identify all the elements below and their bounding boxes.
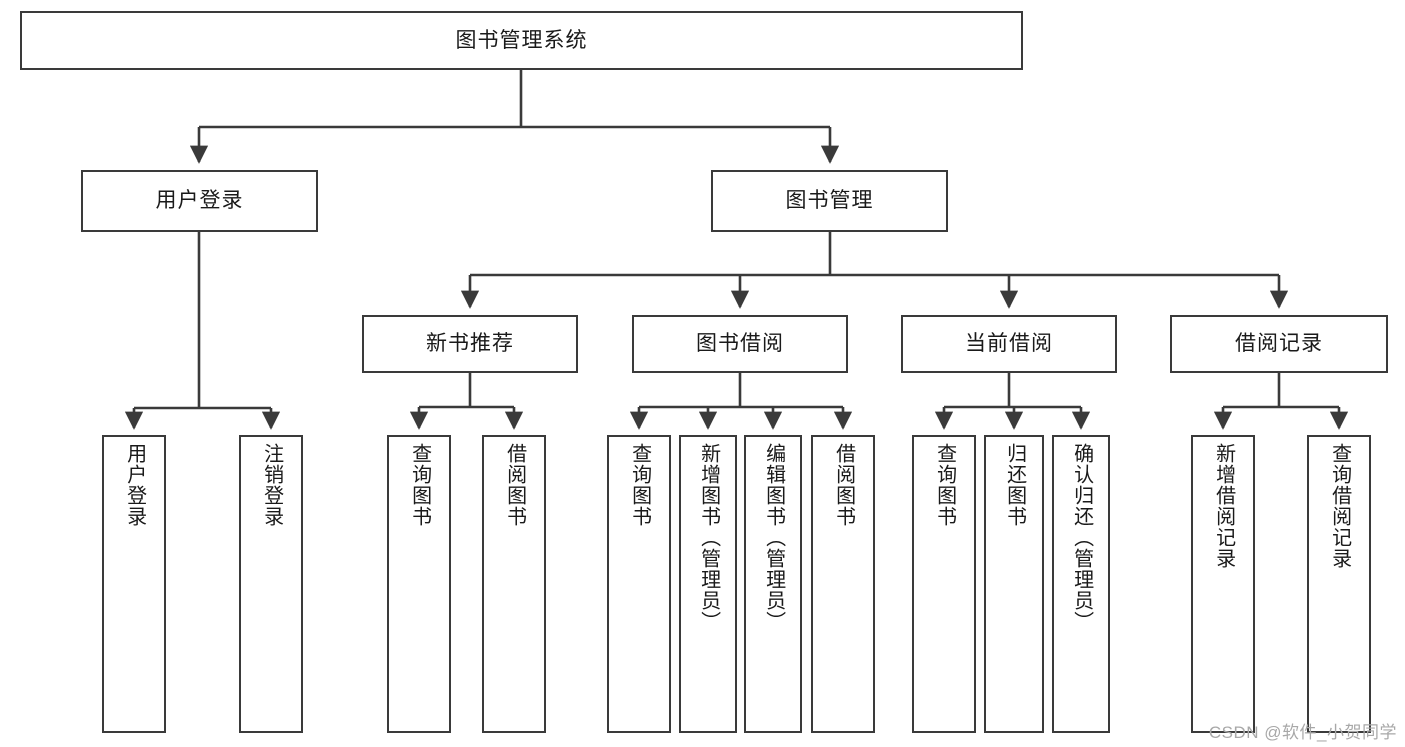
node-leaf-edit-book-label: 编辑图书（管理员）	[762, 443, 785, 632]
node-leaf-logout[interactable]: 注销登录	[239, 435, 303, 733]
node-leaf-query-book-1[interactable]: 查询图书	[387, 435, 451, 733]
node-book-manage-label: 图书管理	[785, 189, 874, 213]
node-book-manage[interactable]: 图书管理	[711, 170, 948, 232]
node-leaf-add-record-label: 新增借阅记录	[1212, 443, 1235, 569]
node-leaf-borrow-book-1-label: 借阅图书	[503, 443, 526, 527]
node-borrow-record-label: 借阅记录	[1235, 332, 1323, 356]
node-leaf-query-book-3[interactable]: 查询图书	[912, 435, 976, 733]
node-root[interactable]: 图书管理系统	[20, 11, 1023, 70]
node-leaf-user-login[interactable]: 用户登录	[102, 435, 166, 733]
csdn-watermark: CSDN @软件_小贺同学	[1208, 723, 1397, 742]
node-borrow-record[interactable]: 借阅记录	[1170, 315, 1388, 373]
node-leaf-query-book-3-label: 查询图书	[933, 443, 956, 527]
node-new-book-recommend[interactable]: 新书推荐	[362, 315, 578, 373]
node-leaf-confirm-return-label: 确认归还（管理员）	[1070, 443, 1093, 632]
node-leaf-return-book[interactable]: 归还图书	[984, 435, 1044, 733]
node-leaf-edit-book[interactable]: 编辑图书（管理员）	[744, 435, 802, 733]
node-leaf-logout-label: 注销登录	[260, 443, 283, 527]
node-leaf-query-record-label: 查询借阅记录	[1328, 443, 1351, 569]
node-leaf-return-book-label: 归还图书	[1003, 443, 1026, 527]
node-book-borrow-label: 图书借阅	[696, 332, 784, 356]
node-leaf-user-login-label: 用户登录	[123, 443, 146, 527]
node-new-book-recommend-label: 新书推荐	[426, 332, 514, 356]
node-leaf-query-book-2[interactable]: 查询图书	[607, 435, 671, 733]
node-leaf-add-record[interactable]: 新增借阅记录	[1191, 435, 1255, 733]
node-user-login-label: 用户登录	[155, 189, 244, 213]
node-current-borrow-label: 当前借阅	[965, 332, 1053, 356]
node-book-borrow[interactable]: 图书借阅	[632, 315, 848, 373]
node-leaf-add-book-label: 新增图书（管理员）	[697, 443, 720, 632]
node-current-borrow[interactable]: 当前借阅	[901, 315, 1117, 373]
node-leaf-confirm-return[interactable]: 确认归还（管理员）	[1052, 435, 1110, 733]
node-root-label: 图书管理系统	[455, 28, 588, 52]
node-leaf-borrow-book-2-label: 借阅图书	[832, 443, 855, 527]
node-leaf-query-record[interactable]: 查询借阅记录	[1307, 435, 1371, 733]
node-leaf-query-book-1-label: 查询图书	[408, 443, 431, 527]
node-leaf-borrow-book-2[interactable]: 借阅图书	[811, 435, 875, 733]
node-leaf-add-book[interactable]: 新增图书（管理员）	[679, 435, 737, 733]
node-leaf-borrow-book-1[interactable]: 借阅图书	[482, 435, 546, 733]
node-user-login[interactable]: 用户登录	[81, 170, 318, 232]
node-leaf-query-book-2-label: 查询图书	[628, 443, 651, 527]
